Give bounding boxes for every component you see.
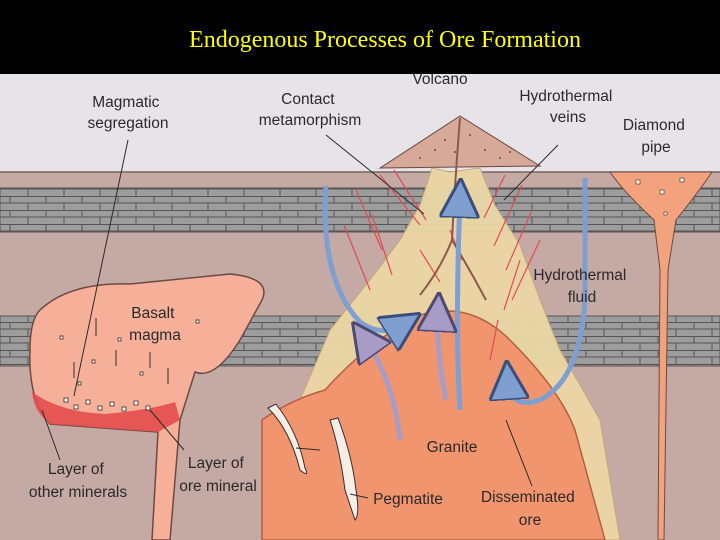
label-disseminated-ore: Disseminated ore [481,489,579,529]
label-hydrothermal-fluid: Hydrothermal fluid [533,267,630,306]
diamond-pipe [609,171,713,540]
leader-lines [41,134,559,499]
magma-arrow-1 [364,338,403,441]
label-layer-of-ore-mineral: Layer of ore mineral [179,455,257,495]
pegmatite-dike-1 [267,403,308,474]
hydrothermal-veins [343,169,541,361]
title-bar: Endogenous Processes of Ore Formation [0,0,720,74]
volcanic-conduit [419,117,487,301]
label-granite: Granite [427,439,478,456]
label-contact-metamorphism: Contact metamorphism [259,91,362,129]
hydrothermal-fluid-arrow-center [458,198,461,411]
label-pegmatite: Pegmatite [373,491,443,508]
magma-arrow-2 [438,312,446,401]
ore-formation-diagram: Magmatic segregation Contact metamorphis… [0,74,720,540]
hydrothermal-fluid-arrow-right [508,178,588,405]
slide-title: Endogenous Processes of Ore Formation [189,26,581,53]
settling-arrows [73,318,169,384]
rock-layer-upper [0,187,720,233]
label-hydrothermal-veins: Hydrothermal veins [519,88,616,126]
label-diamond-pipe: Diamond pipe [623,117,689,156]
label-volcano: Volcano [412,74,467,88]
ore-mineral-layer [32,392,180,432]
label-basalt-magma: Basalt magma [129,305,181,344]
volcano-cone [378,115,542,169]
label-magmatic-segregation: Magmatic segregation [87,94,168,132]
crystal-flecks [59,319,200,412]
label-layer-of-other-minerals: Layer of other minerals [29,461,127,501]
